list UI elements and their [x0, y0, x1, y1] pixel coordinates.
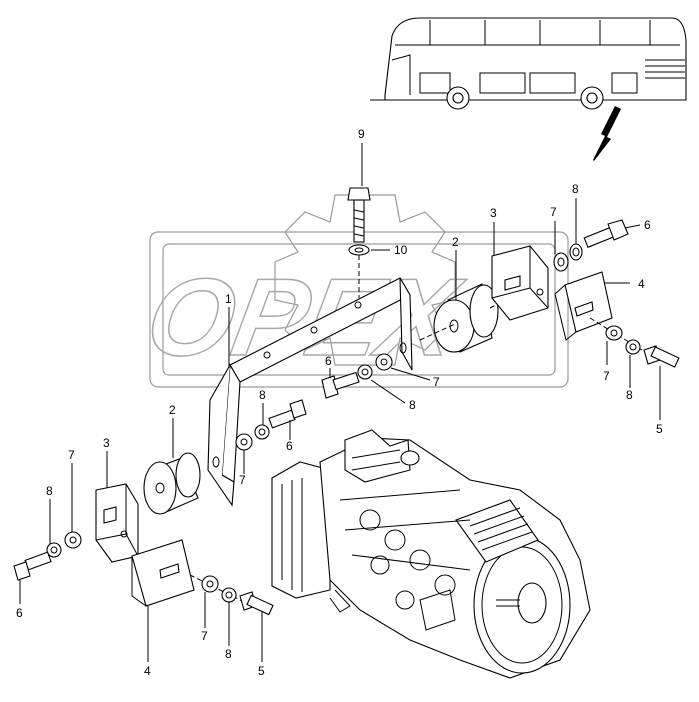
bus-illustration [370, 17, 687, 161]
fastener-set-upper-right [553, 219, 629, 272]
mounting-bracket [207, 277, 413, 507]
gearbox-assembly [271, 429, 591, 679]
callout-6-mid: 6 [325, 354, 332, 368]
callout-8-left: 8 [259, 388, 266, 402]
callout-1: 1 [225, 292, 232, 306]
callout-3-top: 3 [490, 206, 497, 220]
fastener-set-right [589, 317, 680, 368]
callout-8-right: 8 [626, 388, 633, 402]
callout-3-left: 3 [103, 436, 110, 450]
bolt-9 [347, 187, 371, 298]
location-arrow-icon [593, 106, 621, 161]
callout-4-bottom: 4 [144, 664, 151, 678]
callout-4-right: 4 [638, 277, 645, 291]
callout-2-left: 2 [169, 403, 176, 417]
callout-5-bottom: 5 [258, 664, 265, 678]
callout-9: 9 [358, 127, 365, 141]
watermark-text: OPEX [138, 257, 471, 379]
callout-8-far: 8 [46, 484, 53, 498]
plate-lower [95, 483, 139, 563]
callout-7-left: 7 [68, 448, 75, 462]
rubber-mount-lower [143, 452, 201, 515]
callout-7-left2: 7 [239, 473, 246, 487]
fastener-set-bottom [189, 574, 274, 616]
callout-7-top: 7 [550, 205, 557, 219]
callout-labels: 9 10 3 2 7 8 6 4 7 8 5 1 6 7 8 2 8 6 7 3… [16, 127, 663, 678]
callout-7-right: 7 [603, 369, 610, 383]
callout-6-left: 6 [286, 439, 293, 453]
pad-right [554, 271, 613, 341]
callout-2-top: 2 [452, 235, 459, 249]
callout-10: 10 [394, 243, 408, 257]
rubber-mount-upper [419, 283, 521, 353]
fastener-set-bracket-left [235, 399, 307, 451]
plate-upper [491, 245, 549, 321]
callout-6-top: 6 [644, 218, 651, 232]
callout-7-bottom: 7 [201, 629, 208, 643]
watermark-logo: OPEX [137, 194, 569, 388]
callout-5-right: 5 [656, 422, 663, 436]
callout-8-top: 8 [572, 182, 579, 196]
fastener-set-middle [321, 353, 393, 399]
fastener-set-far-left [13, 531, 82, 581]
pad-lower [131, 539, 195, 607]
callout-8-bottom: 8 [225, 647, 232, 661]
callout-8-mid: 8 [409, 398, 416, 412]
callout-7-mid: 7 [433, 375, 440, 389]
leader-lines [19, 143, 661, 662]
callout-6-far: 6 [16, 606, 23, 620]
